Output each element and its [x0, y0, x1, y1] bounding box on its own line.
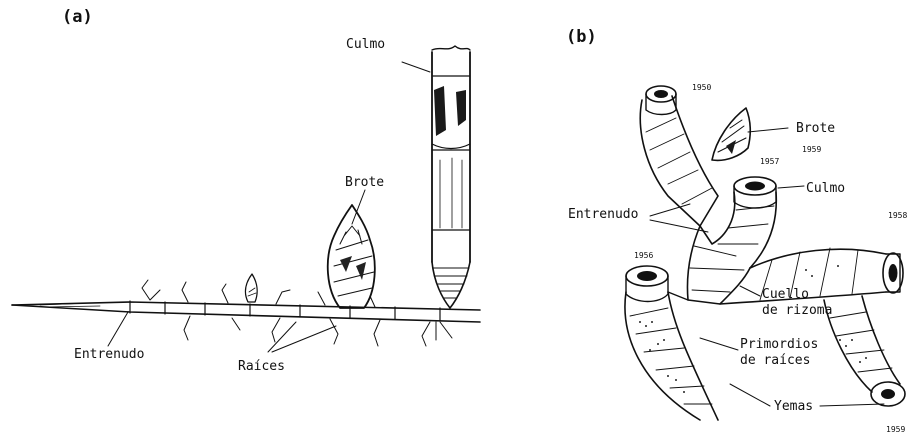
panel-a-entrenudo-leader: [108, 312, 128, 346]
panel-b-brote-leader: [748, 128, 788, 132]
panel-b-entrenudo-label: Entrenudo: [568, 207, 638, 222]
panel-b: (b): [566, 27, 907, 434]
panel-b-primordios-line1: Primordios: [740, 337, 818, 352]
panel-b-letter: (b): [566, 27, 597, 47]
panel-b-year-1957: 1957: [760, 157, 779, 166]
panel-a-entrenudo-label: Entrenudo: [74, 347, 144, 362]
panel-b-shoot-drawing: [712, 108, 750, 160]
panel-b-year-1956: 1956: [634, 251, 653, 260]
panel-b-segment-1959: [824, 296, 905, 406]
panel-b-primordios-line2: de raíces: [740, 353, 810, 368]
panel-a-shoot-drawing: [328, 205, 375, 308]
panel-b-cuello-leader: [740, 286, 760, 296]
panel-b-segment-1957: [700, 177, 776, 268]
panel-a-letter: (a): [62, 7, 93, 27]
panel-b-primordios-leader: [700, 338, 738, 350]
panel-b-yemas-label: Yemas: [774, 399, 813, 414]
panel-a-small-bud: [245, 274, 257, 302]
panel-a-culmo-label: Culmo: [346, 37, 385, 52]
panel-b-segment-1950: [640, 86, 718, 226]
panel-b-year-1959-bottom: 1959: [886, 425, 905, 434]
panel-b-culmo-label: Culmo: [806, 181, 845, 196]
panel-a-culmo-leader: [402, 62, 430, 72]
panel-b-year-1959: 1959: [802, 145, 821, 154]
panel-a: (a): [12, 7, 480, 374]
panel-b-year-1950: 1950: [692, 83, 711, 92]
panel-a-raices-label: Raíces: [238, 359, 285, 374]
panel-a-culm-drawing: [432, 46, 470, 308]
panel-a-raices-leader: [268, 322, 336, 352]
panel-b-culmo-leader: [778, 186, 804, 188]
panel-b-segment-1956: [625, 266, 718, 420]
panel-b-brote-label: Brote: [796, 121, 835, 136]
panel-a-rhizome: [12, 301, 480, 322]
panel-b-cuello-line1: Cuello: [762, 287, 809, 302]
panel-b-year-1958: 1958: [888, 211, 907, 220]
panel-b-junction: [688, 226, 751, 304]
panel-a-brote-label: Brote: [345, 175, 384, 190]
panel-b-cuello-line2: de rizoma: [762, 303, 832, 318]
